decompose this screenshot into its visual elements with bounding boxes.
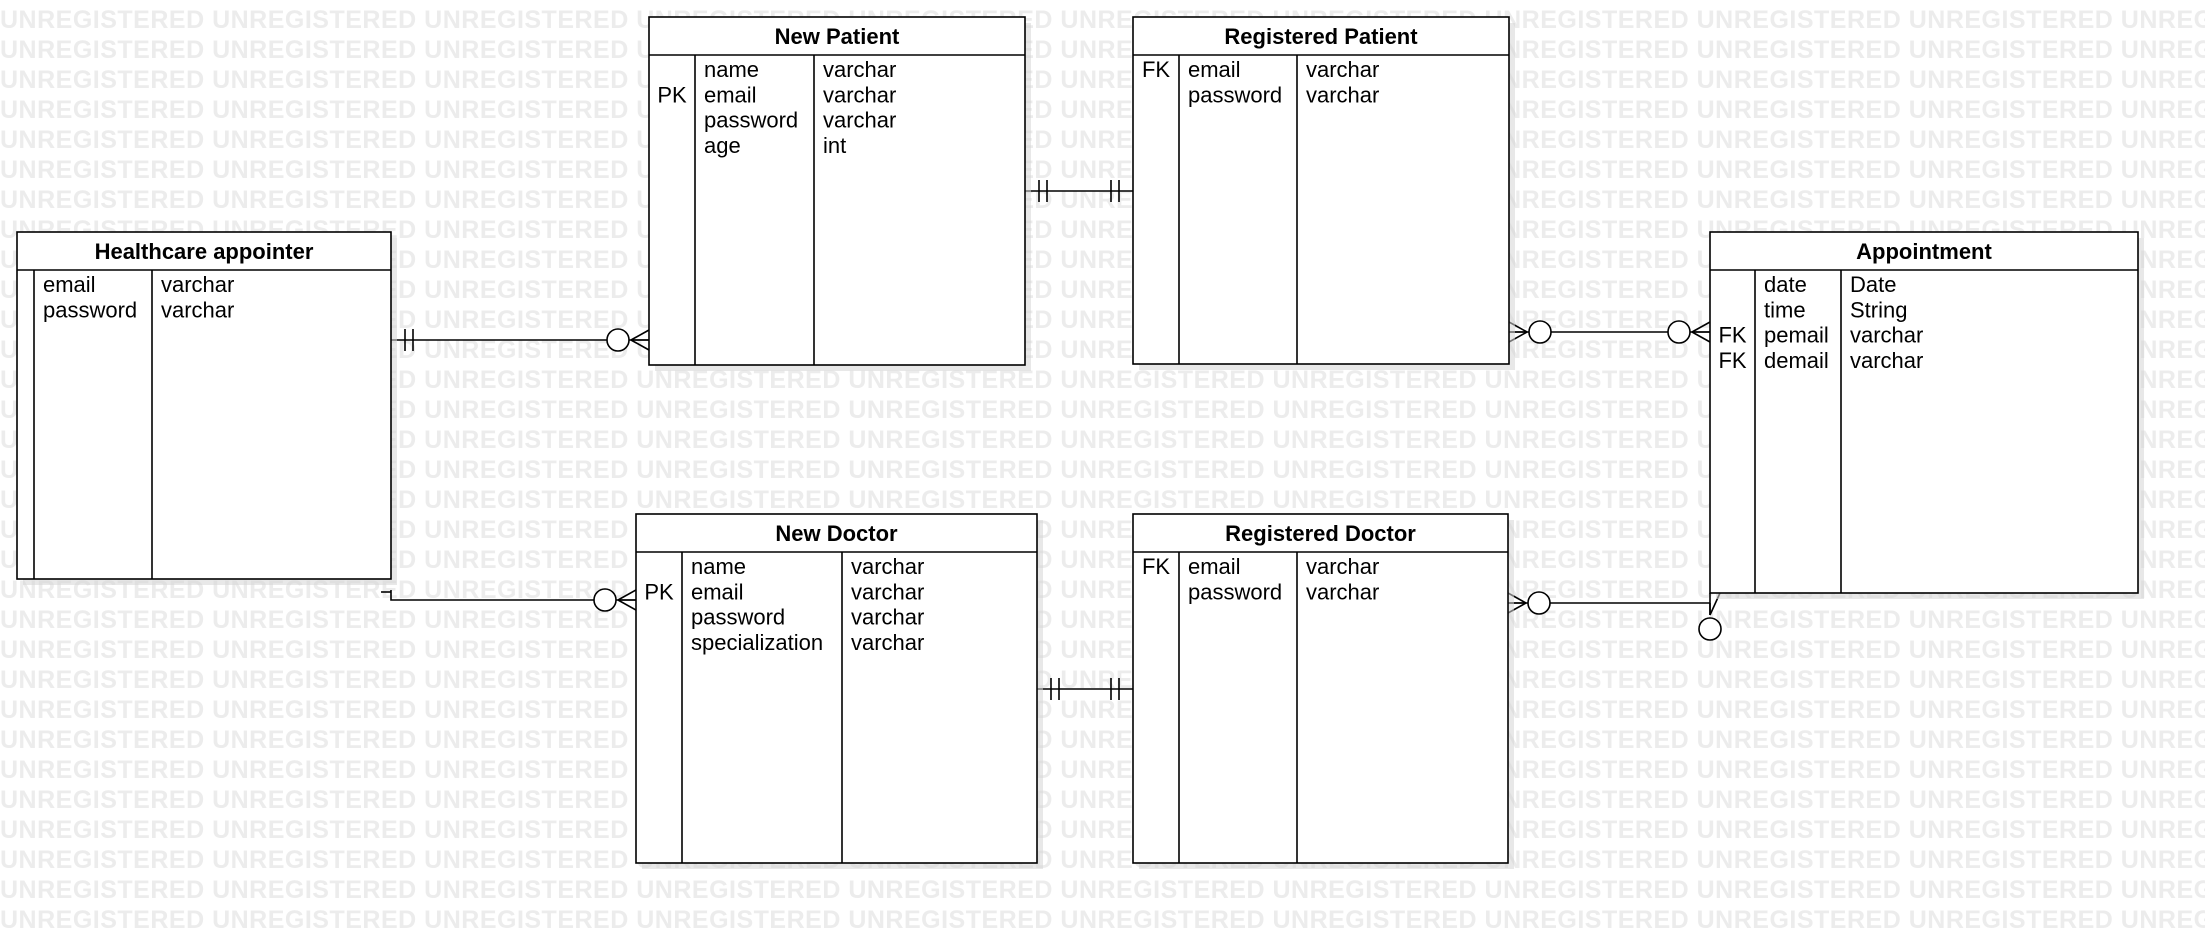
entity-title: Healthcare appointer (95, 239, 314, 264)
field-name: email (691, 579, 744, 604)
entity-title: Appointment (1856, 239, 1992, 264)
field-type: Date (1850, 272, 1896, 297)
entity-title: Registered Doctor (1225, 521, 1416, 546)
field-type: varchar (1850, 323, 1923, 348)
field-type: varchar (161, 272, 234, 297)
field-type: varchar (823, 57, 896, 82)
entity-box (635, 513, 1038, 864)
field-type: varchar (851, 554, 924, 579)
optional-circle-mark (606, 328, 630, 352)
relationship-healthcare-appointer-new-doctor (381, 588, 637, 612)
field-name: time (1764, 297, 1806, 322)
field-name: password (691, 605, 785, 630)
field-type: int (823, 133, 846, 158)
relationship-registered-doctor-appointment (1507, 591, 1722, 641)
field-name: password (43, 297, 137, 322)
entity-box (1709, 231, 2139, 594)
field-key: FK (1718, 323, 1746, 348)
field-name: name (704, 57, 759, 82)
entity-box (16, 231, 392, 580)
field-key: PK (657, 82, 687, 107)
entity-title: Registered Patient (1224, 24, 1418, 49)
relationship-healthcare-appointer-new-patient (391, 328, 650, 352)
field-key: FK (1718, 348, 1746, 373)
entity-box (1132, 16, 1510, 365)
relationship-lines (381, 180, 1722, 700)
field-name: age (704, 133, 741, 158)
entity-title: New Doctor (775, 521, 898, 546)
entity-box (1132, 513, 1509, 864)
field-key: PK (644, 579, 674, 604)
field-name: email (704, 82, 757, 107)
field-type: varchar (1306, 579, 1379, 604)
relationship-new-doctor-registered-doctor (1037, 678, 1133, 700)
field-name: pemail (1764, 323, 1829, 348)
field-name: email (1188, 554, 1241, 579)
crow-foot-mark (630, 339, 650, 351)
optional-circle-mark (1527, 591, 1551, 615)
field-type: varchar (823, 108, 896, 133)
relationship-new-patient-registered-patient (1025, 180, 1133, 202)
field-type: varchar (1306, 57, 1379, 82)
entity-healthcare-appointer[interactable]: Healthcare appointer email varchar password… (16, 231, 397, 585)
field-name: name (691, 554, 746, 579)
field-type: varchar (1850, 348, 1923, 373)
entity-title: New Patient (775, 24, 900, 49)
field-type: varchar (851, 605, 924, 630)
field-name: specialization (691, 630, 823, 655)
crow-foot-mark (617, 599, 637, 611)
field-name: date (1764, 272, 1807, 297)
relationship-registered-patient-appointment (1508, 320, 1711, 344)
field-type: varchar (823, 82, 896, 107)
field-type: varchar (161, 297, 234, 322)
relationship-line (390, 590, 636, 601)
field-type: varchar (851, 579, 924, 604)
field-type: String (1850, 297, 1907, 322)
field-key: FK (1142, 554, 1170, 579)
optional-circle-mark (1528, 320, 1552, 344)
crow-foot-mark (1691, 331, 1711, 343)
optional-circle-mark (1667, 320, 1691, 344)
field-name: password (704, 108, 798, 133)
entity-box (648, 16, 1026, 366)
field-name: email (1188, 57, 1241, 82)
field-name: password (1188, 579, 1282, 604)
optional-circle-mark (593, 588, 617, 612)
field-type: varchar (851, 630, 924, 655)
crow-foot-mark (617, 589, 637, 601)
crow-foot-mark (630, 329, 650, 341)
field-name: email (43, 272, 96, 297)
optional-circle-mark (1698, 617, 1722, 641)
field-name: demail (1764, 348, 1829, 373)
field-type: varchar (1306, 82, 1379, 107)
field-key: FK (1142, 57, 1170, 82)
field-type: varchar (1306, 554, 1379, 579)
crow-foot-mark (1691, 321, 1711, 333)
field-name: password (1188, 82, 1282, 107)
